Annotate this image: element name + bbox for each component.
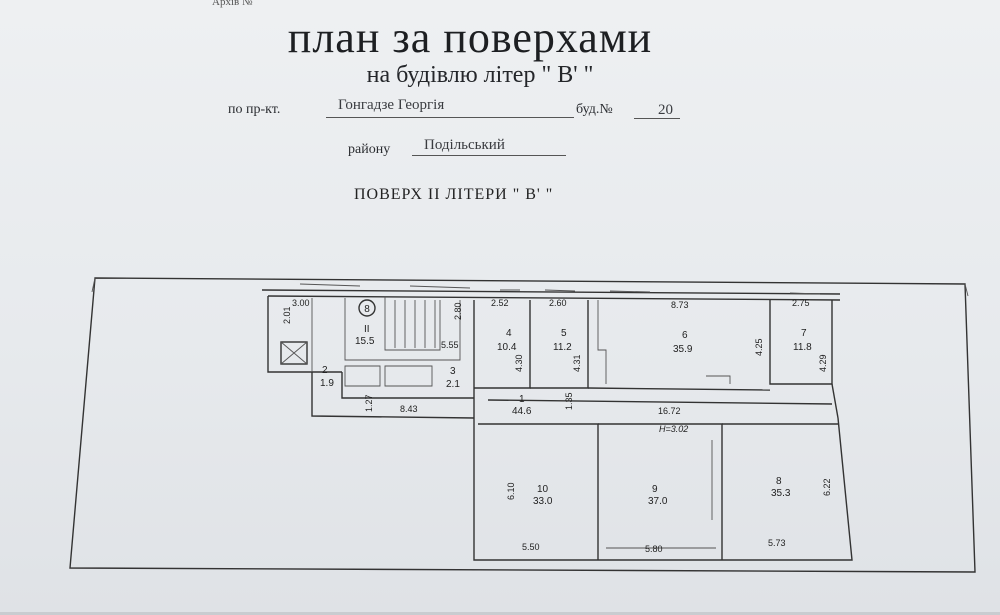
dim-label: 5.80 [645, 544, 663, 554]
dim-label: 2.52 [491, 298, 509, 308]
dim-label: 5.55 [441, 340, 459, 350]
dim-label: 16.72 [658, 406, 681, 416]
sheet-bottom-edge [0, 612, 1000, 615]
room-2-area: 1.9 [320, 378, 334, 389]
dim-label: 2.80 [453, 302, 463, 320]
room-6-number: 6 [682, 330, 688, 341]
floor-title: ПОВЕРХ II ЛІТЕРИ " В' " [354, 186, 554, 203]
document-subtitle: на будівлю літер " В' " [366, 62, 594, 88]
street-value: Гонгадзе Георгія [338, 97, 445, 113]
district-label: району [348, 142, 391, 157]
north-wing-walls [261, 283, 841, 419]
dim-label: 2.01 [282, 306, 292, 324]
building-outline [69, 277, 976, 573]
room-7-area: 11.8 [793, 342, 812, 353]
room-10-area: 33.0 [533, 496, 553, 507]
stair-marker-circle [358, 299, 376, 317]
room-1-number: 1 [519, 394, 525, 405]
dim-label: 1.35 [564, 392, 574, 410]
dim-label: 6.10 [506, 482, 516, 500]
dim-label: 1.27 [364, 394, 374, 412]
dim-label: 8.73 [671, 300, 689, 310]
dim-label: 4.25 [754, 338, 764, 356]
room-9-number: 9 [652, 484, 658, 495]
dim-label: 2.75 [792, 298, 810, 308]
dimension-labels: 3.00 2.01 2.80 5.55 2.52 4.30 2.60 4.31 … [282, 298, 832, 554]
dim-label: 5.73 [768, 538, 786, 548]
building-value: 20 [658, 102, 673, 118]
building-underline [634, 118, 680, 119]
dim-label: 4.30 [514, 354, 524, 372]
room-8-area: 35.3 [771, 488, 791, 499]
room-II-area: 15.5 [355, 336, 375, 347]
stair-marker-label: 8 [364, 304, 370, 315]
street-underline [326, 117, 574, 118]
elevator-icon [280, 341, 308, 365]
dim-label: 8.43 [400, 404, 418, 414]
dim-label: 3.00 [292, 298, 310, 308]
room-10-number: 10 [537, 484, 549, 495]
room-5-area: 11.2 [553, 342, 572, 353]
dim-label: 4.29 [818, 354, 828, 372]
dim-label: 5.50 [522, 542, 540, 552]
room-9-area: 37.0 [648, 496, 668, 507]
building-label: буд.№ [576, 102, 613, 117]
room-8-number: 8 [776, 476, 782, 487]
dim-label: 6.22 [822, 478, 832, 496]
room-4-number: 4 [506, 328, 512, 339]
height-note: H=3.02 [659, 424, 688, 434]
room-3-number: 3 [450, 366, 456, 377]
south-wing-walls [473, 417, 853, 561]
room-3-area: 2.1 [446, 379, 460, 390]
room-labels: II 15.5 4 10.4 5 11.2 6 35.9 7 11.8 2 1.… [320, 324, 812, 507]
room-II-number: II [364, 324, 370, 335]
room-4-area: 10.4 [497, 342, 517, 353]
room-2-number: 2 [322, 365, 328, 376]
document-title: план за поверхами [287, 13, 653, 62]
room-7-number: 7 [801, 328, 807, 339]
district-underline [412, 155, 566, 156]
room-1-area: 44.6 [512, 406, 532, 417]
dim-label: 4.31 [572, 354, 582, 372]
archive-mark: Архів № [212, 0, 253, 8]
street-label: по пр-кт. [228, 102, 281, 117]
room-6-area: 35.9 [673, 344, 693, 355]
dim-label: 2.60 [549, 298, 567, 308]
district-value: Подільський [424, 137, 505, 153]
room-5-number: 5 [561, 328, 567, 339]
